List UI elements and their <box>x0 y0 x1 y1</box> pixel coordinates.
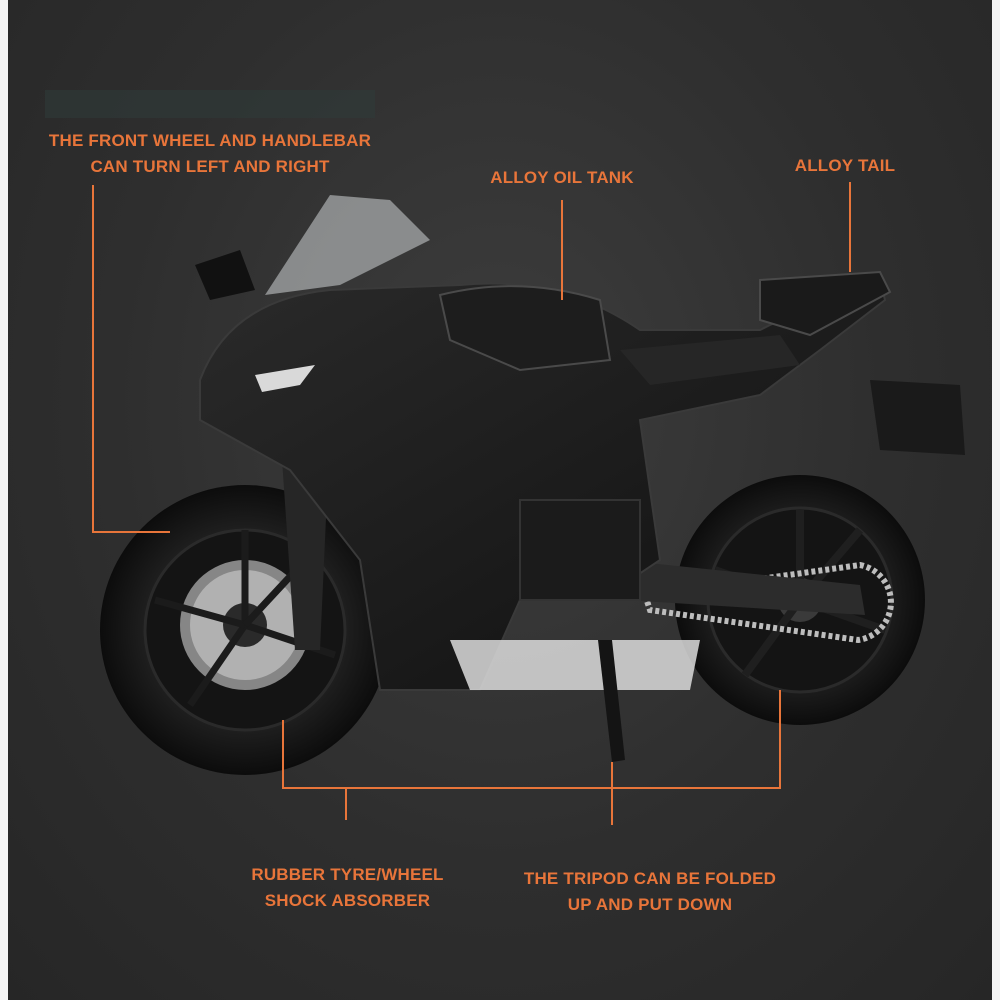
tail-section <box>759 270 892 337</box>
chain-icon <box>641 561 894 644</box>
front-wheel-callout-line2: CAN TURN LEFT AND RIGHT <box>90 157 330 176</box>
left-border <box>0 0 8 1000</box>
tyre-callout: RUBBER TYRE/WHEEL SHOCK ABSORBER <box>240 862 455 914</box>
front-wheel-callout: THE FRONT WHEEL AND HANDLEBAR CAN TURN L… <box>40 128 380 180</box>
tyre-callout-line1: RUBBER TYRE/WHEEL <box>251 865 444 884</box>
plate-holder <box>870 380 965 455</box>
seat <box>620 335 800 385</box>
oil-tank-callout-line1: ALLOY OIL TANK <box>490 168 634 187</box>
swing-arm <box>620 560 865 615</box>
tripod-callout: THE TRIPOD CAN BE FOLDED UP AND PUT DOWN <box>505 866 795 918</box>
fuel-tank <box>438 285 612 372</box>
right-border <box>992 0 1000 1000</box>
title-placeholder-bar <box>45 90 375 118</box>
windscreen <box>265 195 430 295</box>
callout-lines <box>92 182 851 825</box>
callout-line-wheel-base <box>282 690 781 789</box>
tail-callout: ALLOY TAIL <box>780 153 910 179</box>
headlight <box>255 365 315 392</box>
tripod-callout-line2: UP AND PUT DOWN <box>567 895 733 914</box>
tail-callout-line1: ALLOY TAIL <box>794 156 896 175</box>
kickstand-icon <box>598 640 625 762</box>
engine-block <box>519 499 641 601</box>
tyre-callout-line2: SHOCK ABSORBER <box>264 891 431 910</box>
belly-pan <box>450 640 700 690</box>
oil-tank-callout: ALLOY OIL TANK <box>472 165 652 191</box>
tripod-callout-line1: THE TRIPOD CAN BE FOLDED <box>523 869 777 888</box>
front-wheel-callout-line1: THE FRONT WHEEL AND HANDLEBAR <box>48 131 372 150</box>
callout-line-front-wheel <box>92 185 170 533</box>
mirror <box>195 250 255 300</box>
